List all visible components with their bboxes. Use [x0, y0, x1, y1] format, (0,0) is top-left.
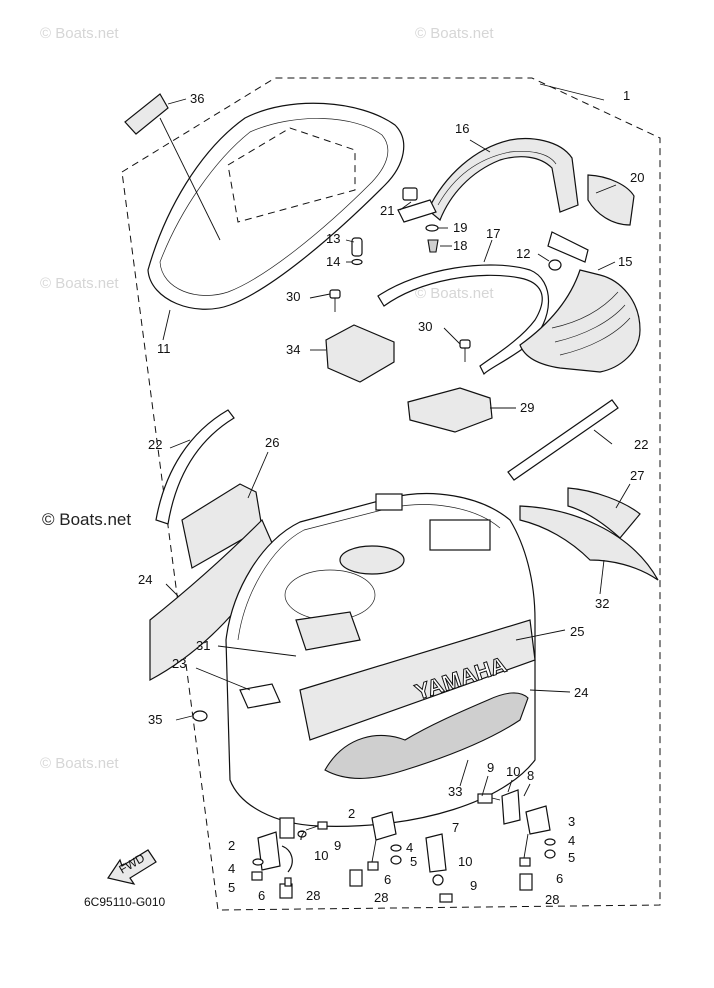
watermark-text-dark: © Boats.net	[42, 510, 131, 529]
callout-28-a: 28	[306, 888, 320, 903]
callout-24-a: 24	[138, 572, 152, 587]
callout-36: 36	[190, 91, 204, 106]
callout-9-a: 9	[487, 760, 494, 775]
callout-2-b: 2	[348, 806, 355, 821]
part-36-pad	[124, 93, 169, 135]
callout-30-b: 30	[418, 319, 432, 334]
callout-18: 18	[453, 238, 467, 253]
callout-22-a: 22	[148, 437, 162, 452]
callout-28-b: 28	[374, 890, 388, 905]
bottom-cowling: YAMAHA	[225, 493, 536, 827]
callout-22-b: 22	[634, 437, 648, 452]
callout-labels: 1 36 16 20 21 19 18 17 12 15 13 14 30 30…	[138, 88, 648, 907]
callout-31: 31	[196, 638, 210, 653]
callout-8: 8	[527, 768, 534, 783]
callout-4-b: 4	[406, 840, 413, 855]
callout-34: 34	[286, 342, 300, 357]
callout-5-b: 5	[410, 854, 417, 869]
assembly-boundary	[121, 77, 661, 911]
callout-10-c: 10	[458, 854, 472, 869]
callout-6-c: 6	[556, 871, 563, 886]
callout-32: 32	[595, 596, 609, 611]
callout-25: 25	[570, 624, 584, 639]
parts-30-screws	[329, 289, 471, 362]
callout-19: 19	[453, 220, 467, 235]
callout-5-c: 5	[568, 850, 575, 865]
part-35-grommet	[192, 710, 208, 722]
hinge-assembly-center	[349, 811, 453, 903]
part-29-bracket	[407, 387, 493, 433]
part-34-bracket	[325, 324, 395, 383]
watermark-text: © Boats.net	[415, 25, 494, 42]
watermark-text: © Boats.net	[40, 25, 119, 42]
callout-11: 11	[157, 341, 171, 356]
callout-6-a: 6	[258, 888, 265, 903]
callout-20: 20	[630, 170, 644, 185]
callout-9-c: 9	[470, 878, 477, 893]
parts-13-14	[351, 237, 363, 266]
callout-14: 14	[326, 254, 340, 269]
watermark-text: © Boats.net	[40, 275, 119, 292]
callout-30-a: 30	[286, 289, 300, 304]
callout-2-a: 2	[228, 838, 235, 853]
callout-23: 23	[172, 656, 186, 671]
part-22-left-strip	[155, 409, 235, 525]
callout-33: 33	[448, 784, 462, 799]
part-12-grommet	[548, 259, 562, 271]
callout-6-b: 6	[384, 872, 391, 887]
callout-21: 21	[380, 203, 394, 218]
part-17-seal-strip	[377, 264, 550, 376]
callout-10-a: 10	[506, 764, 520, 779]
callout-7-b: 7	[452, 820, 459, 835]
callout-13: 13	[326, 231, 340, 246]
callout-3: 3	[568, 814, 575, 829]
part-20-pad	[587, 174, 635, 226]
callout-15: 15	[618, 254, 632, 269]
leader-lines	[165, 83, 631, 797]
part-26-decal	[181, 483, 263, 569]
part-11-top-cover	[147, 102, 405, 341]
callout-28-c: 28	[545, 892, 559, 907]
callout-27: 27	[630, 468, 644, 483]
part-27-decal	[567, 487, 641, 539]
callout-7-a: 7	[298, 828, 305, 843]
part-15-rear-cover	[519, 231, 641, 373]
callout-16: 16	[455, 121, 469, 136]
parts-18-19-21-fasteners	[397, 187, 439, 253]
callout-24-b: 24	[574, 685, 588, 700]
part-22-right-strip	[507, 399, 619, 481]
callout-9-b: 9	[334, 838, 341, 853]
callout-35: 35	[148, 712, 162, 727]
callout-17: 17	[486, 226, 500, 241]
watermark-text: © Boats.net	[40, 755, 119, 772]
callout-1: 1	[623, 88, 630, 103]
hinge-assembly-right	[477, 789, 556, 891]
callout-26: 26	[265, 435, 279, 450]
part-32-decal	[519, 505, 659, 581]
fwd-arrow-icon: FWD	[107, 849, 157, 885]
part-16-bracket	[427, 137, 579, 221]
callout-10-b: 10	[314, 848, 328, 863]
watermark-text: © Boats.net	[415, 285, 494, 302]
diagram-code: 6C95110-G010	[84, 895, 165, 909]
callout-29: 29	[520, 400, 534, 415]
callout-4-c: 4	[568, 833, 575, 848]
hinge-assembly-left	[251, 817, 328, 899]
callout-4-a: 4	[228, 861, 235, 876]
callout-12: 12	[516, 246, 530, 261]
callout-5-a: 5	[228, 880, 235, 895]
